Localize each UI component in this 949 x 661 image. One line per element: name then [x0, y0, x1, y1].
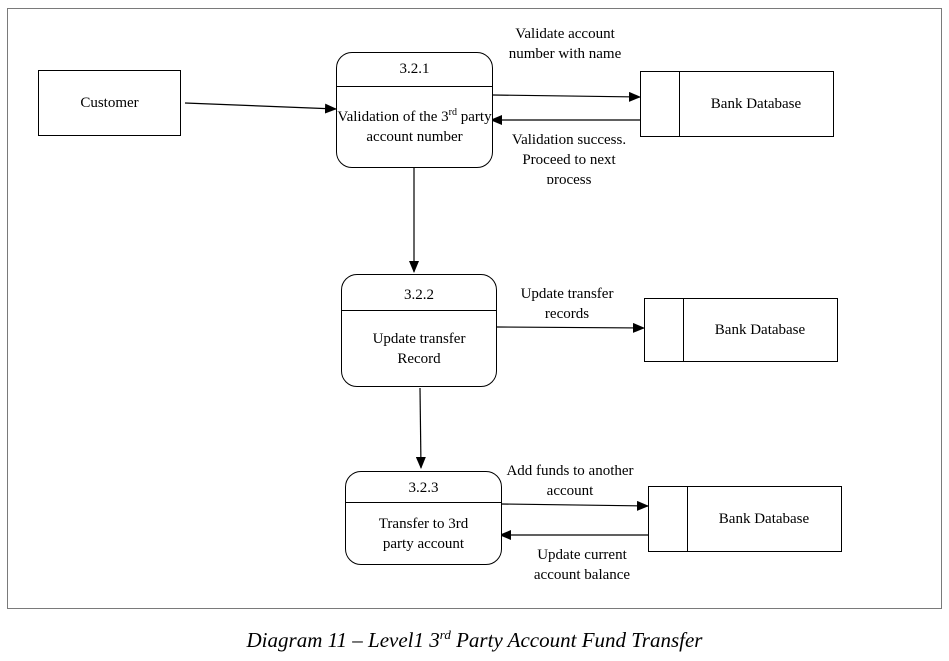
process-3-2-3-name: Transfer to 3rd party account	[378, 515, 469, 552]
process-3-2-2[interactable]: 3.2.2 Update transfer Record	[341, 274, 497, 387]
flow-label-update-balance: Update current account balance	[533, 547, 631, 583]
process-3-2-2-name: Update transfer Record	[372, 330, 466, 367]
arrow-update-to-database	[496, 322, 645, 333]
flow-label-add-funds: Add funds to another account	[506, 463, 634, 499]
entity-customer-label: Customer	[80, 94, 139, 111]
arrow-validation-to-database	[492, 91, 641, 102]
datastore-label: Bank Database	[714, 321, 806, 338]
process-3-2-3[interactable]: 3.2.3 Transfer to 3rd party account	[345, 471, 502, 565]
flow-label-validate-request: Validate account number with name	[508, 26, 622, 62]
datastore-label: Bank Database	[710, 95, 802, 112]
arrow-customer-to-validation	[184, 102, 337, 114]
process-3-2-2-id: 3.2.2	[342, 275, 496, 311]
process-3-2-1[interactable]: 3.2.1 Validation of the 3rd party accoun…	[336, 52, 493, 168]
diagram-caption: Diagram 11 – Level1 3rd Party Account Fu…	[246, 627, 703, 652]
datastore-label: Bank Database	[718, 510, 810, 527]
flow-label-update-records: Update transfer records	[520, 286, 614, 322]
datastore-bank-database-2[interactable]: Bank Database	[644, 298, 838, 362]
entity-customer[interactable]: Customer	[38, 70, 181, 136]
diagram-frame	[7, 8, 942, 609]
datastore-divider	[683, 299, 684, 361]
process-3-2-3-id: 3.2.3	[346, 472, 501, 503]
datastore-bank-database-1[interactable]: Bank Database	[640, 71, 834, 137]
process-3-2-1-name: Validation of the 3rd party account numb…	[337, 107, 492, 146]
datastore-divider	[687, 487, 688, 551]
process-3-2-1-id: 3.2.1	[337, 53, 492, 87]
arrow-transfer-to-database	[501, 500, 649, 511]
flow-label-validation-success: Validation success. Proceed to next proc…	[511, 132, 627, 184]
datastore-bank-database-3[interactable]: Bank Database	[648, 486, 842, 552]
arrow-update-to-transfer	[415, 387, 426, 469]
datastore-divider	[679, 72, 680, 136]
